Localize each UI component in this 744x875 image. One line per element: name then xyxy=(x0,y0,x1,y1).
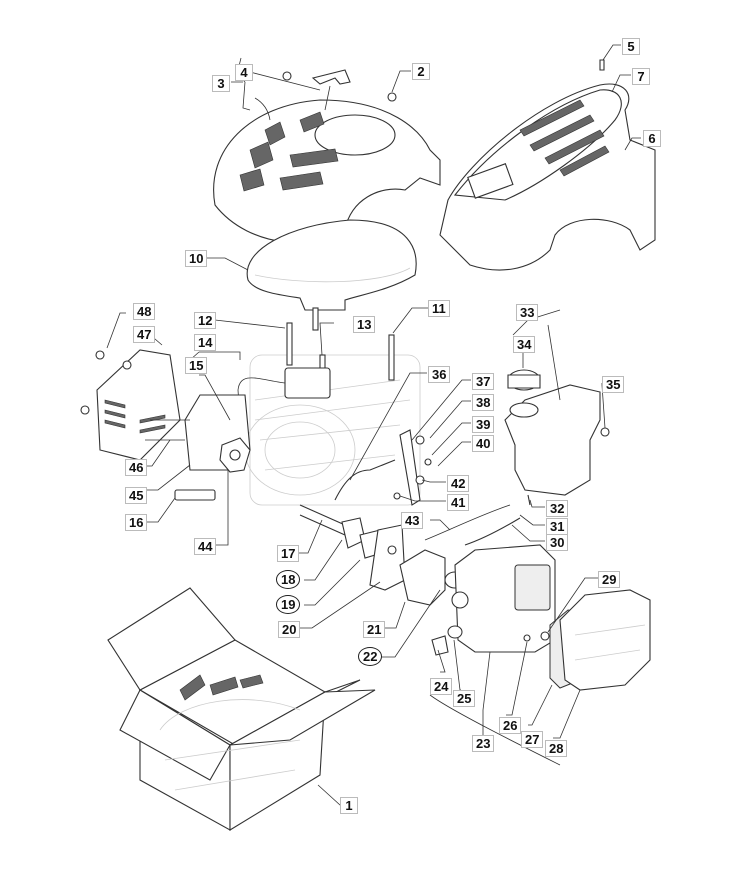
air-filter-cover-part xyxy=(540,589,651,691)
callout-2[interactable]: 2 xyxy=(412,63,430,80)
engine-box-part xyxy=(107,587,376,831)
callout-19[interactable]: 19 xyxy=(276,595,301,614)
callout-14[interactable]: 14 xyxy=(194,334,217,351)
muffler-part xyxy=(80,349,251,473)
callout-44[interactable]: 44 xyxy=(194,538,217,555)
callout-38[interactable]: 38 xyxy=(472,394,495,411)
callout-34[interactable]: 34 xyxy=(513,336,536,353)
callout-31[interactable]: 31 xyxy=(546,518,569,535)
callout-37[interactable]: 37 xyxy=(472,373,495,390)
callout-33[interactable]: 33 xyxy=(516,304,539,321)
callout-13[interactable]: 13 xyxy=(353,316,376,333)
callout-15[interactable]: 15 xyxy=(185,357,208,374)
callout-12[interactable]: 12 xyxy=(194,312,217,329)
callout-42[interactable]: 42 xyxy=(447,475,470,492)
callout-10[interactable]: 10 xyxy=(185,250,208,267)
callout-26[interactable]: 26 xyxy=(499,717,522,734)
callout-43[interactable]: 43 xyxy=(401,512,424,529)
callout-41[interactable]: 41 xyxy=(447,494,470,511)
starter-housing-part xyxy=(213,69,441,244)
callout-21[interactable]: 21 xyxy=(363,621,386,638)
callout-35[interactable]: 35 xyxy=(602,376,625,393)
callout-3[interactable]: 3 xyxy=(212,75,230,92)
fuel-tank-part xyxy=(504,369,610,506)
callout-20[interactable]: 20 xyxy=(278,621,301,638)
callout-28[interactable]: 28 xyxy=(545,740,568,757)
callout-40[interactable]: 40 xyxy=(472,435,495,452)
carburetor-mount-part xyxy=(299,504,406,591)
callout-32[interactable]: 32 xyxy=(546,500,569,517)
callout-11[interactable]: 11 xyxy=(428,300,450,317)
callout-7[interactable]: 7 xyxy=(632,68,650,85)
spark-plug-part xyxy=(174,489,216,501)
callout-45[interactable]: 45 xyxy=(125,487,148,504)
callout-30[interactable]: 30 xyxy=(546,534,569,551)
callout-46[interactable]: 46 xyxy=(125,459,148,476)
callout-23[interactable]: 23 xyxy=(472,735,495,752)
fan-shroud-part xyxy=(246,219,417,311)
callout-1[interactable]: 1 xyxy=(340,797,358,814)
callout-16[interactable]: 16 xyxy=(125,514,148,531)
callout-47[interactable]: 47 xyxy=(133,326,156,343)
studs-part xyxy=(286,307,395,381)
engine-cover-part xyxy=(439,59,656,271)
callout-24[interactable]: 24 xyxy=(430,678,453,695)
throttle-linkage-part xyxy=(334,429,521,546)
callout-5[interactable]: 5 xyxy=(622,38,640,55)
callout-18[interactable]: 18 xyxy=(276,570,301,589)
callout-27[interactable]: 27 xyxy=(521,731,544,748)
air-filter-housing-part xyxy=(431,544,556,656)
callout-4[interactable]: 4 xyxy=(235,64,253,81)
callout-25[interactable]: 25 xyxy=(453,690,476,707)
callout-29[interactable]: 29 xyxy=(598,571,621,588)
callout-36[interactable]: 36 xyxy=(428,366,451,383)
callout-6[interactable]: 6 xyxy=(643,130,661,147)
callout-39[interactable]: 39 xyxy=(472,416,495,433)
callout-48[interactable]: 48 xyxy=(133,303,156,320)
leader-lines xyxy=(106,44,641,806)
callout-22[interactable]: 22 xyxy=(358,647,383,666)
callout-17[interactable]: 17 xyxy=(277,545,300,562)
